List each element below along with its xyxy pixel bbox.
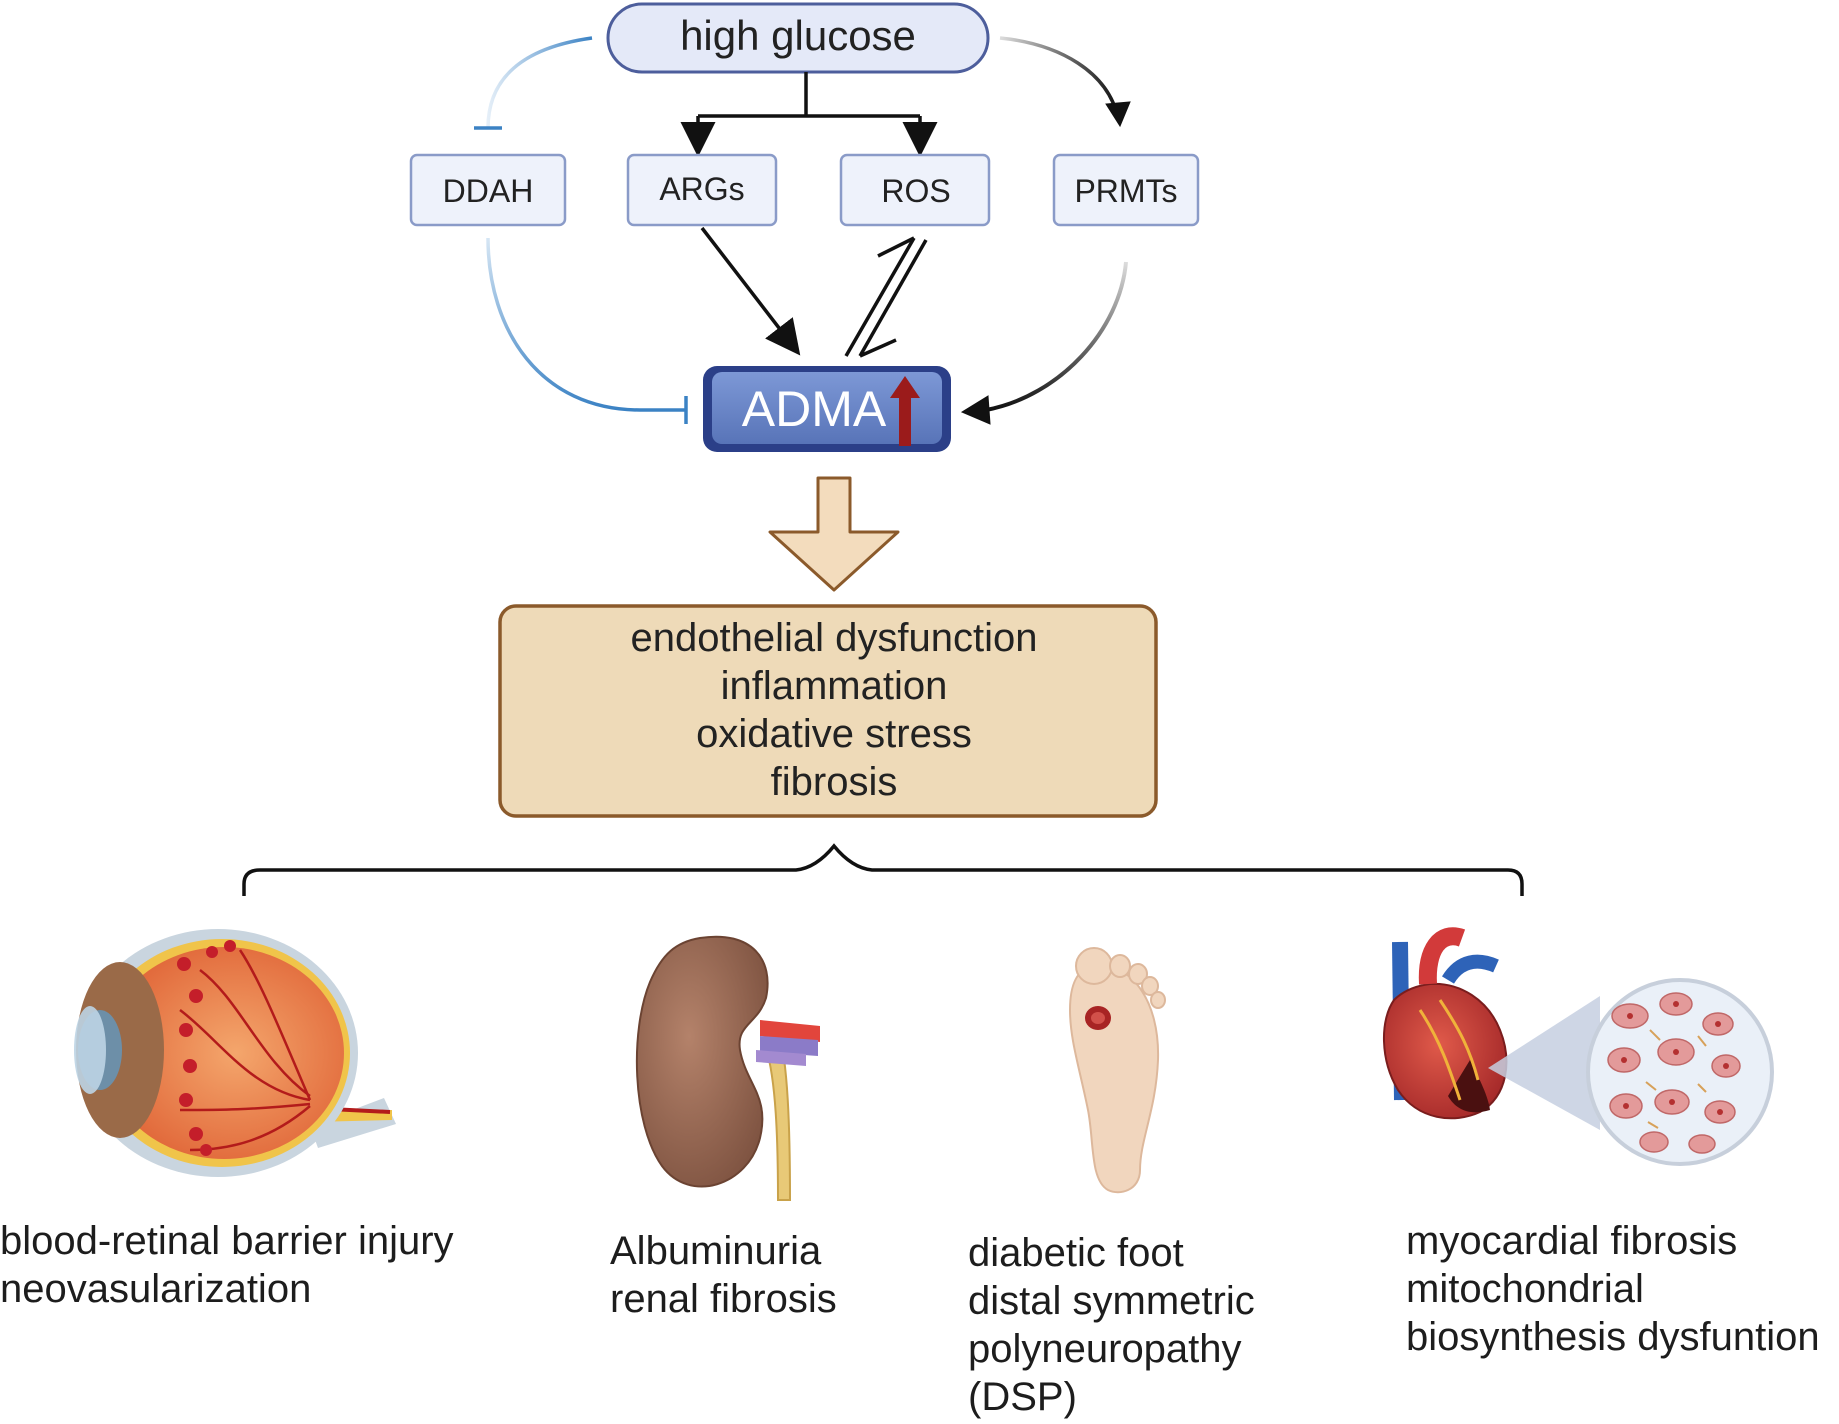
magnification-cone bbox=[1488, 996, 1600, 1130]
effect-endothelial-dysfunction: endothelial dysfunction bbox=[631, 616, 1038, 660]
args-node: ARGs bbox=[626, 153, 778, 227]
ddah-label: DDAH bbox=[443, 173, 534, 209]
prmts-label: PRMTs bbox=[1074, 173, 1177, 209]
eye-outcome-label: blood-retinal barrier injury neovasulari… bbox=[0, 1217, 454, 1313]
eye-outcome-line-1: blood-retinal barrier injury bbox=[0, 1219, 454, 1263]
foot-outcome-label: diabetic foot distal symmetric polyneuro… bbox=[968, 1229, 1255, 1421]
increase-arrow-icon bbox=[890, 376, 920, 446]
high-glucose-node: high glucose bbox=[606, 2, 990, 74]
heart-outcome-line-2: mitochondrial bbox=[1406, 1267, 1644, 1311]
eye-outcome-line-2: neovasularization bbox=[0, 1267, 312, 1311]
kidney-outcome-label: Albuminuria renal fibrosis bbox=[610, 1227, 837, 1323]
glucose-inhibits-ddah bbox=[474, 36, 593, 130]
kidney-outcome-line-1: Albuminuria bbox=[610, 1229, 822, 1273]
ddah-inhibits-adma bbox=[486, 237, 688, 424]
foot-outcome-line-4: (DSP) bbox=[968, 1375, 1077, 1419]
adma-ros-reciprocal-arrows bbox=[844, 236, 928, 357]
foot-outcome-line-2: distal symmetric bbox=[968, 1279, 1255, 1323]
prmts-node: PRMTs bbox=[1052, 153, 1200, 227]
ros-node: ROS bbox=[839, 153, 991, 227]
args-label: ARGs bbox=[659, 171, 744, 207]
effect-inflammation: inflammation bbox=[721, 664, 948, 708]
kidney-icon bbox=[635, 935, 820, 1201]
ros-label: ROS bbox=[881, 173, 950, 209]
foot-ulcer-icon bbox=[1068, 947, 1166, 1194]
effect-fibrosis: fibrosis bbox=[771, 760, 898, 804]
glucose-to-args-ros-arrows bbox=[680, 72, 938, 157]
kidney-outcome-line-2: renal fibrosis bbox=[610, 1277, 837, 1321]
downstream-effect-arrow bbox=[768, 476, 900, 592]
outcomes-brace bbox=[242, 843, 1524, 896]
ddah-node: DDAH bbox=[409, 153, 567, 227]
foot-outcome-line-1: diabetic foot bbox=[968, 1231, 1184, 1275]
cardiomyocyte-fibrosis-icon bbox=[1586, 978, 1774, 1166]
foot-outcome-line-3: polyneuropathy bbox=[968, 1327, 1242, 1371]
eye-anatomy-icon bbox=[74, 929, 396, 1177]
high-glucose-label: high glucose bbox=[680, 12, 916, 59]
effects-box: endothelial dysfunction inflammation oxi… bbox=[498, 604, 1158, 818]
adma-label: ADMA bbox=[742, 381, 887, 437]
ros-to-adma-half-heads bbox=[859, 338, 897, 358]
heart-outcome-line-3: biosynthesis dysfuntion bbox=[1406, 1315, 1820, 1359]
heart-icon bbox=[1383, 927, 1508, 1120]
glucose-to-prmts-arrow bbox=[999, 36, 1131, 128]
heart-outcome-line-1: myocardial fibrosis bbox=[1406, 1219, 1738, 1263]
effect-oxidative-stress: oxidative stress bbox=[696, 712, 972, 756]
args-to-adma-arrow bbox=[700, 226, 801, 356]
adma-node: ADMA bbox=[703, 366, 951, 452]
heart-outcome-label: myocardial fibrosis mitochondrial biosyn… bbox=[1406, 1217, 1820, 1361]
prmts-to-adma-arrow bbox=[960, 261, 1128, 425]
